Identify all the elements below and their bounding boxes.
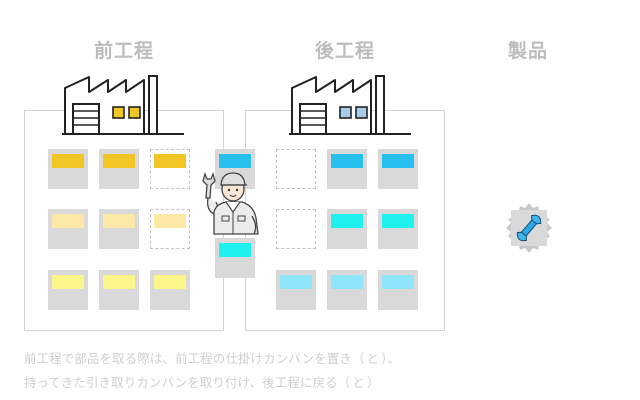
caption-line-1: 前工程で部品を取る際は、前工程の仕掛けカンバンを置き（と）、 [24, 349, 400, 367]
caption-line-1-end: ）、 [381, 351, 401, 366]
pre-card-r3c3 [150, 270, 190, 310]
withdrawal-kanban-tag [382, 275, 414, 289]
caption-line-2-end: ） [366, 375, 380, 390]
caption-line-2-and: と [352, 375, 365, 390]
production-kanban-tag [154, 214, 186, 228]
withdrawal-kanban-tag [219, 154, 251, 168]
pre-card-r1c2 [99, 149, 139, 189]
withdrawal-kanban-tag [382, 214, 414, 228]
pre-card-r1c1 [48, 149, 88, 189]
production-kanban-tag [103, 154, 135, 168]
pre-card-r3c1 [48, 270, 88, 310]
pre-process-factory-icon [62, 75, 184, 135]
pre-card-r2c3 [150, 209, 190, 249]
caption-line-1-text: 前工程で部品を取る際は、前工程の仕掛けカンバンを置き（ [24, 351, 365, 366]
caption-line-2-text: 持ってきた引き取りカンバンを取り付け、後工程に戻る（ [24, 375, 351, 390]
production-kanban-tag [52, 275, 84, 289]
withdrawal-kanban-tag [331, 214, 363, 228]
withdrawal-kanban-tag [331, 154, 363, 168]
production-kanban-tag [154, 275, 186, 289]
product-heading: 製品 [507, 40, 548, 62]
withdrawal-kanban-tag [331, 275, 363, 289]
production-kanban-tag [52, 154, 84, 168]
pre-factory-window-left [112, 106, 125, 119]
post-card-r2c2 [327, 209, 367, 249]
production-kanban-tag [154, 154, 186, 168]
pre-card-r3c2 [99, 270, 139, 310]
caption-line-1-and: と [366, 351, 380, 366]
caption-line-2: 持ってきた引き取りカンバンを取り付け、後工程に戻る（と） [24, 373, 380, 391]
post-card-r3c1 [276, 270, 316, 310]
product-wrench-icon [506, 203, 552, 253]
worker-with-wrench-icon [202, 171, 259, 235]
pre-card-r1c3 [150, 149, 190, 189]
carried-card-bottom [215, 238, 255, 278]
post-process-factory-icon [289, 75, 411, 135]
withdrawal-kanban-tag [219, 243, 251, 257]
pre-process-heading: 前工程 [93, 40, 154, 62]
production-kanban-tag [103, 275, 135, 289]
post-card-r1c2 [327, 149, 367, 189]
post-card-r1c3 [378, 149, 418, 189]
post-process-heading: 後工程 [314, 40, 375, 62]
withdrawal-kanban-tag [280, 275, 312, 289]
post-factory-window-right [355, 106, 368, 119]
pre-card-r2c1 [48, 209, 88, 249]
withdrawal-kanban-tag [382, 154, 414, 168]
pre-factory-window-right [128, 106, 141, 119]
production-kanban-tag [52, 214, 84, 228]
post-card-r2c1 [276, 209, 316, 249]
post-card-r2c3 [378, 209, 418, 249]
production-kanban-tag [103, 214, 135, 228]
post-factory-window-left [339, 106, 352, 119]
post-card-r3c3 [378, 270, 418, 310]
pre-card-r2c2 [99, 209, 139, 249]
post-card-r3c2 [327, 270, 367, 310]
post-card-r1c1 [276, 149, 316, 189]
